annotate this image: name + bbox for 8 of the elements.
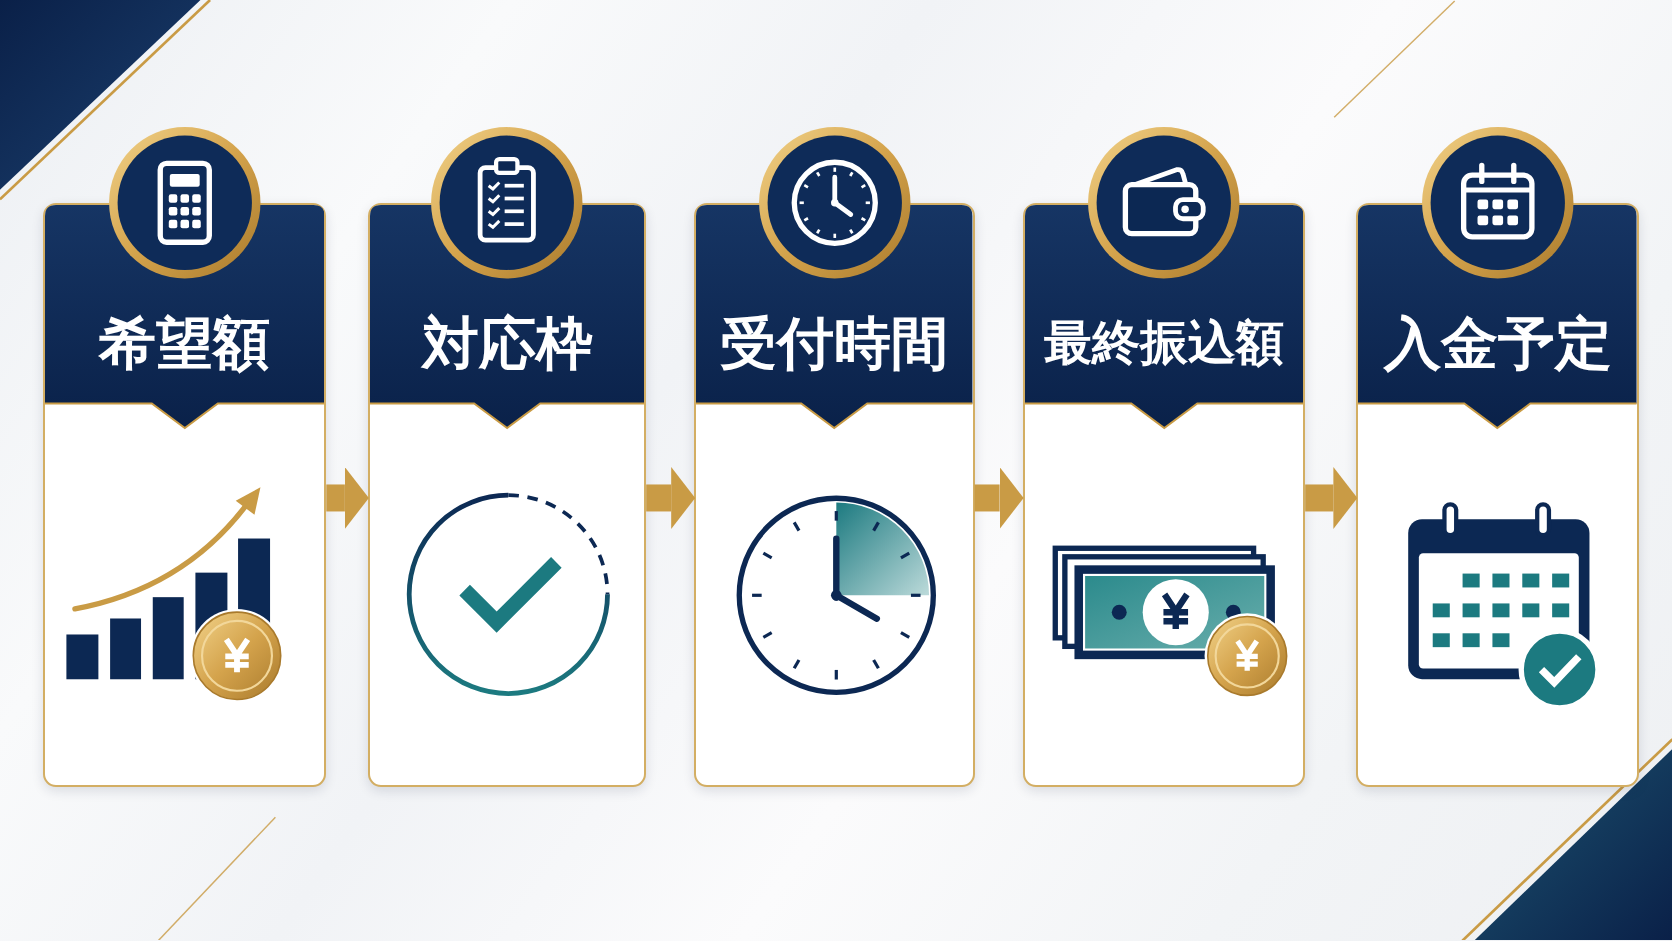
step-title: 対応枠	[421, 313, 593, 371]
arrow	[326, 466, 369, 529]
step-title: 入金予定	[1383, 313, 1612, 371]
arrow	[646, 466, 696, 529]
step-title: 最終振込額	[1043, 318, 1284, 367]
step-title: 受付時間	[720, 313, 949, 371]
arrow	[974, 466, 1024, 529]
arrow	[1305, 466, 1358, 529]
